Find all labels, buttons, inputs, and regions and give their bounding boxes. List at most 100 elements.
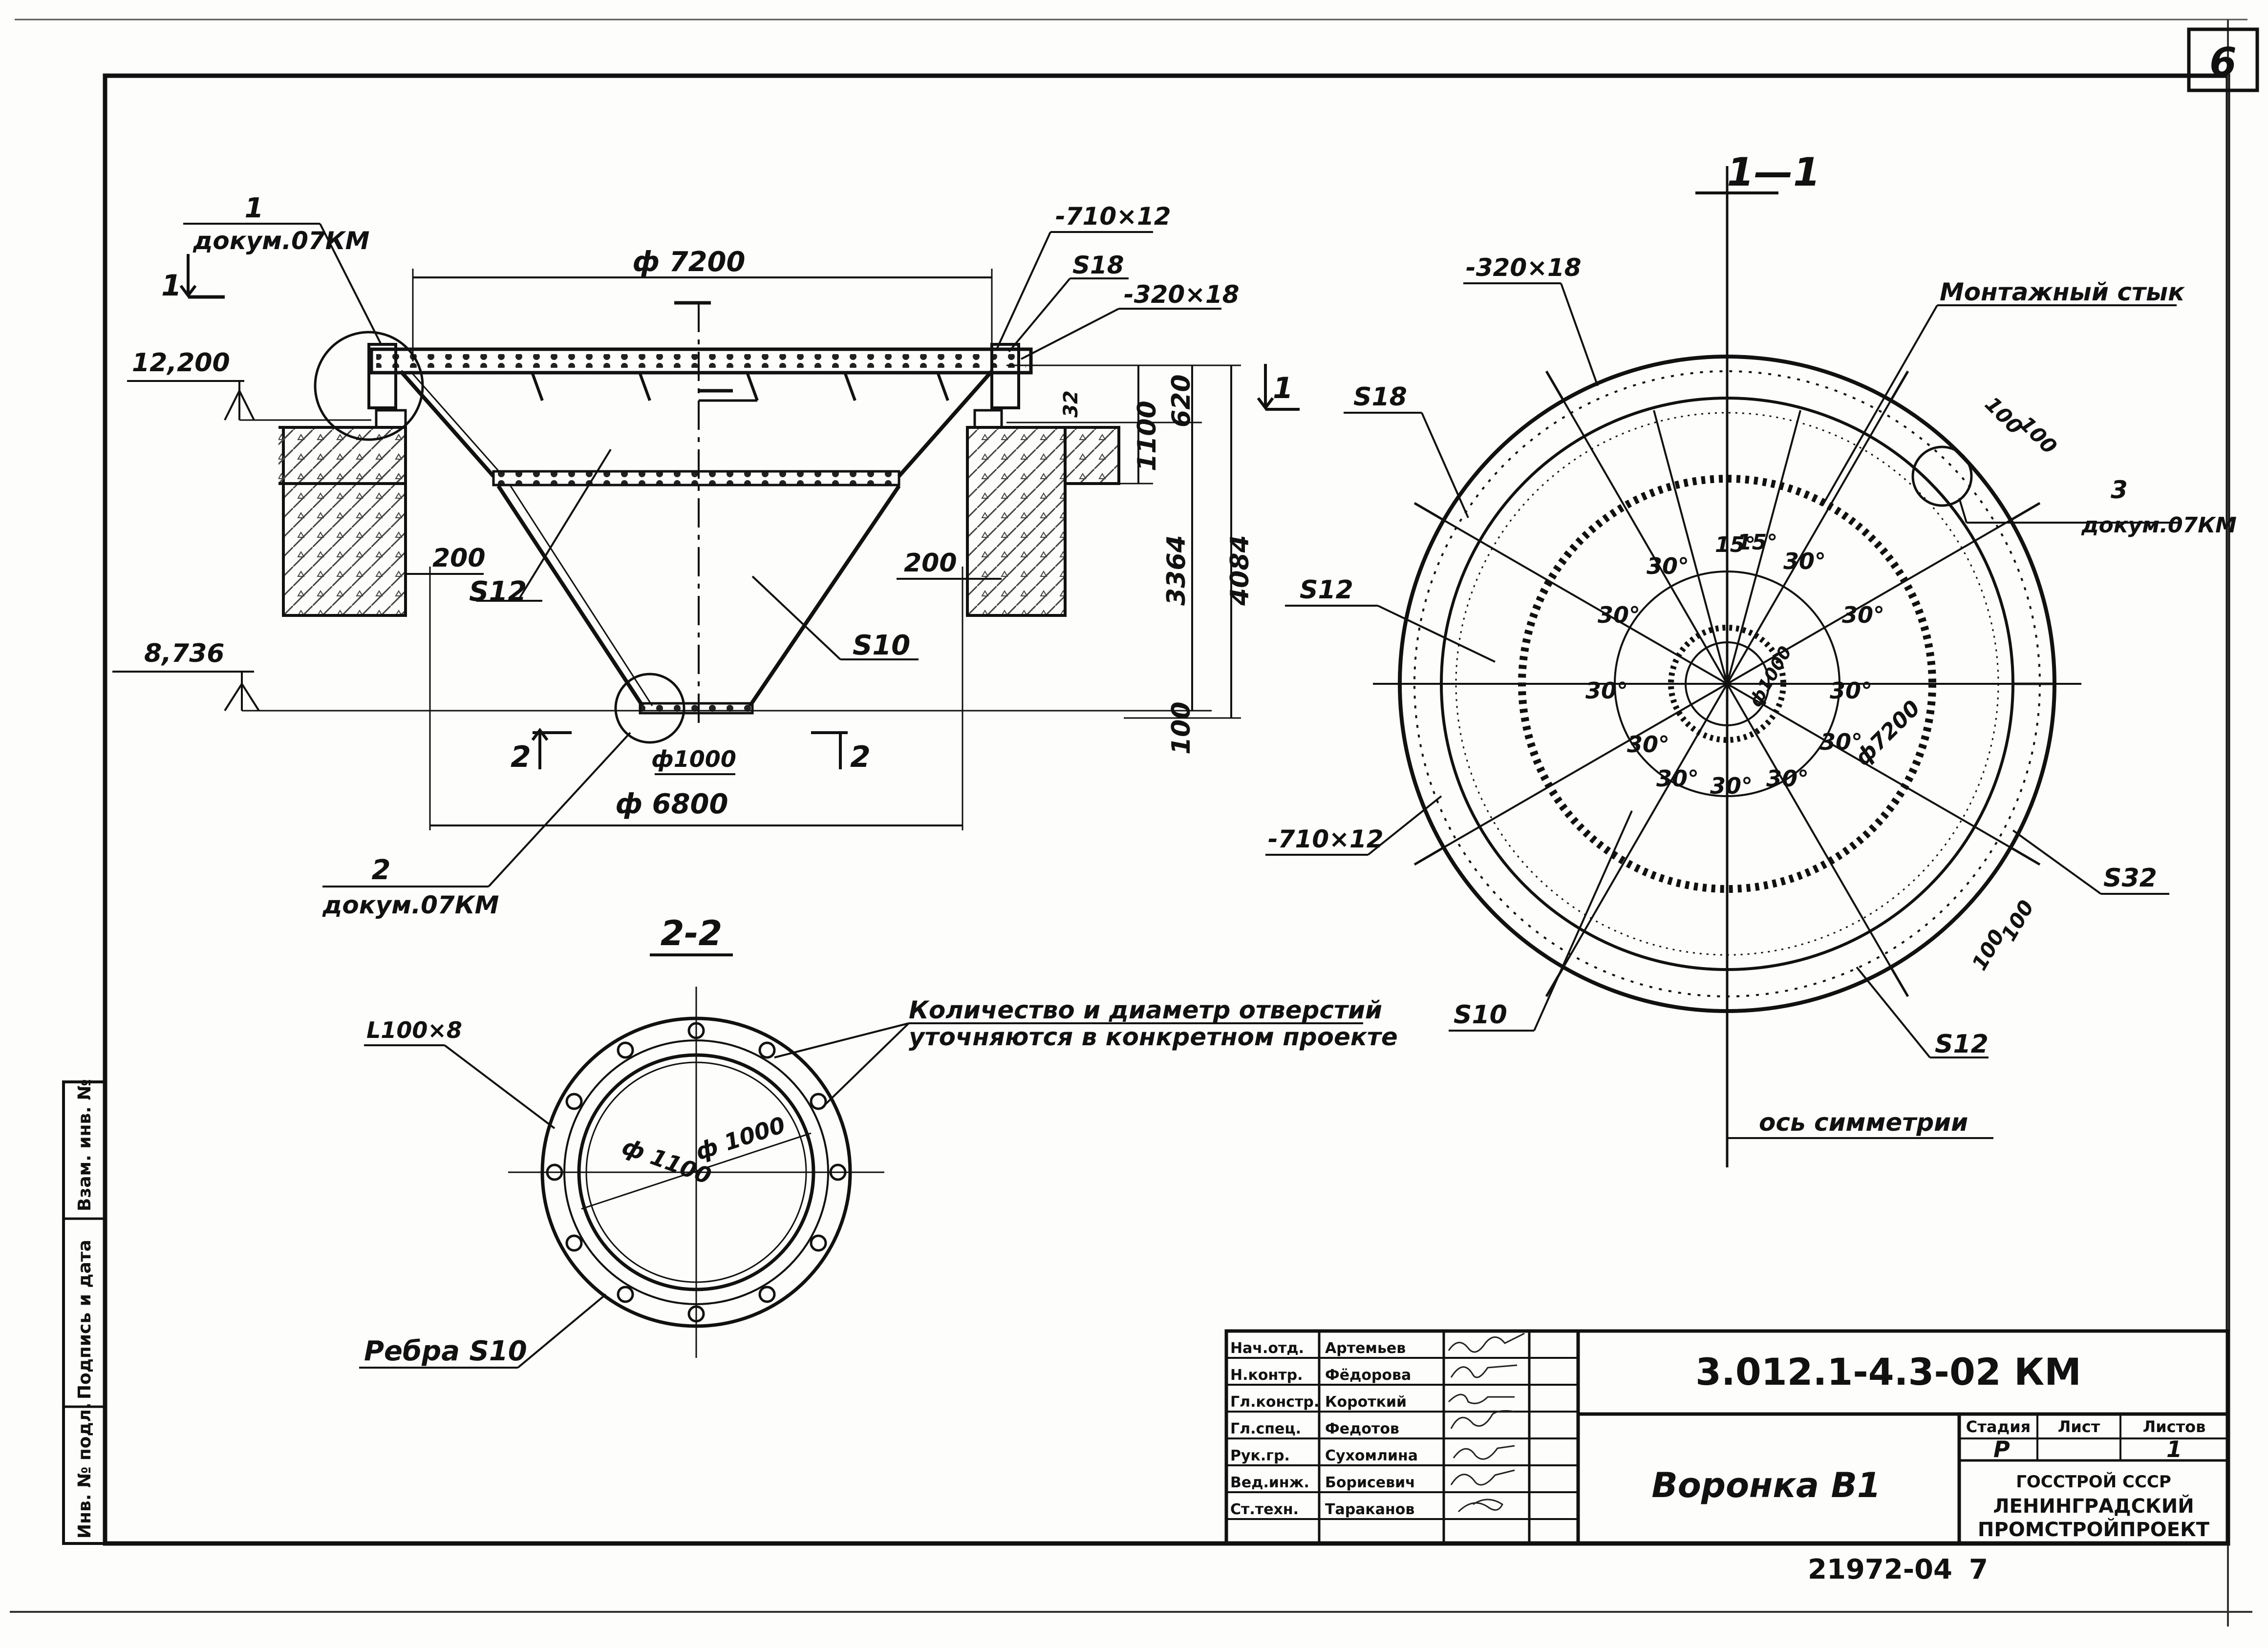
elevation-bottom: 8,736 <box>144 639 224 668</box>
callout-2-number: 2 <box>372 854 391 886</box>
row-name-3: Короткий <box>1325 1394 1407 1411</box>
callout-3-ref: докум.07КМ <box>2081 513 2237 538</box>
dim-620: 620 <box>1167 374 1196 427</box>
plan-s18: S18 <box>1353 382 1407 412</box>
plan-s32: S32 <box>2103 864 2157 893</box>
row-name-4: Федотов <box>1325 1420 1399 1437</box>
stamp-original-inventory: Инв. № подл. <box>75 1402 95 1539</box>
drawing-name: Воронка В1 <box>1651 1465 1881 1505</box>
row-role-6: Вед.инж. <box>1230 1474 1309 1491</box>
sheet-number: 6 <box>2209 40 2237 85</box>
callout-1-ref: докум.07КМ <box>193 227 369 255</box>
s12-label: S12 <box>469 576 527 608</box>
angle-30-k: 30° <box>1766 765 1809 792</box>
stamp-replacement-inventory: Взам. инв. № <box>75 1079 95 1211</box>
sheets-value: 1 <box>2166 1436 2182 1462</box>
plan-plate-320: -320×18 <box>1466 254 1582 282</box>
row-role-4: Гл.спец. <box>1230 1420 1301 1437</box>
holes-note-line2: уточняются в конкретном проекте <box>909 1023 1398 1051</box>
detail-2-circle <box>614 673 685 744</box>
dim-1100: 1100 <box>1133 401 1162 471</box>
section-mark-1-right: 1 <box>1273 371 1293 405</box>
org-line-3: ПРОМСТРОЙПРОЕКТ <box>1978 1518 2210 1541</box>
symmetry-axis-label: ось симметрии <box>1759 1108 1968 1137</box>
angle-30-h: 30° <box>1820 729 1862 755</box>
middle-stiffening-band <box>492 470 900 486</box>
dim-3364: 3364 <box>1162 535 1191 606</box>
mounting-joint-label: Монтажный стык <box>1940 278 2185 306</box>
row-role-7: Ст.техн. <box>1230 1501 1299 1518</box>
dim-4084: 4084 <box>1225 535 1255 606</box>
angle-30-c: 30° <box>1842 602 1884 628</box>
detail-1-circle <box>314 331 424 441</box>
footer-number: 7 <box>1969 1554 1988 1585</box>
plan-diameter-1000: ф1000 <box>1745 643 1796 710</box>
row-name-2: Фёдорова <box>1325 1367 1411 1384</box>
section-1-1-title: 1—1 <box>1727 149 1820 195</box>
callout-3-number: 3 <box>2111 476 2128 504</box>
section-1-1-view: 1—1 <box>1265 149 2237 1167</box>
row-name-1: Артемьев <box>1325 1340 1406 1357</box>
section-2-2-view: 2-2 ф 1100 ф 1000 L100×8 <box>359 913 1398 1369</box>
ribs-label: Ребра S10 <box>364 1335 527 1367</box>
sheets-header: Листов <box>2143 1417 2206 1436</box>
angle-15-right: 15° <box>1737 530 1777 555</box>
plan-plate-710: -710×12 <box>1268 825 1384 853</box>
elevation-view: ф 7200 ф 6800 ф1000 12,200 8,736 620 110… <box>112 192 1300 919</box>
plan-s12-left: S12 <box>1300 575 1353 605</box>
plate-320-label: -320×18 <box>1124 280 1240 309</box>
outlet-flange <box>639 702 754 715</box>
sheet-header: Лист <box>2058 1417 2100 1436</box>
callout-1-number: 1 <box>245 192 264 224</box>
footer-code: 21972-04 <box>1808 1554 1952 1585</box>
holes-note-line1: Количество и диаметр отверстий <box>909 996 1382 1024</box>
angle-15-left: 15° <box>1715 532 1755 557</box>
org-line-1: ГОССТРОЙ СССР <box>2016 1472 2171 1492</box>
document-code: 3.012.1-4.3-02 КМ <box>1695 1350 2081 1394</box>
top-ring-beam <box>369 347 1033 375</box>
angle-30-g: 30° <box>1627 731 1669 758</box>
row-role-3: Гл.констр. <box>1230 1394 1319 1411</box>
angle-l100-label: L100×8 <box>366 1017 462 1043</box>
section-mark-2-right: 2 <box>850 740 871 774</box>
elevation-top: 12,200 <box>132 348 230 378</box>
angle-30-b: 30° <box>1783 548 1826 574</box>
angle-30-e: 30° <box>1585 677 1628 704</box>
stage-value: Р <box>1993 1436 2010 1462</box>
callout-2-ref: докум.07КМ <box>322 891 499 919</box>
title-block: 3.012.1-4.3-02 КМ Воронка В1 Стадия Лист… <box>1224 1329 2230 1545</box>
plate-710-label: -710×12 <box>1055 202 1171 231</box>
section-mark-1-left: 1 <box>161 269 182 303</box>
row-role-5: Рук.гр. <box>1230 1447 1290 1464</box>
row-name-7: Тараканов <box>1325 1501 1414 1518</box>
dim-diameter-7200: ф 7200 <box>633 246 746 278</box>
signatures <box>1448 1332 1525 1513</box>
dim-200-left: 200 <box>432 544 486 573</box>
dim-32: 32 <box>1060 390 1082 418</box>
dim-diameter-6800: ф 6800 <box>616 788 728 820</box>
row-name-6: Борисевич <box>1325 1474 1415 1491</box>
section-mark-2-left: 2 <box>511 740 531 774</box>
dim-100: 100 <box>1167 701 1196 755</box>
row-name-5: Сухомлина <box>1325 1447 1418 1464</box>
title-block-rows: Нач.отд. Артемьев Н.контр. Фёдорова Гл.к… <box>1230 1340 1418 1518</box>
left-margin-stamp: Инв. № подл. Подпись и дата Взам. инв. № <box>62 1079 107 1545</box>
s18-label: S18 <box>1072 251 1124 279</box>
org-line-2: ЛЕНИНГРАДСКИЙ <box>1993 1494 2194 1518</box>
angle-30-f: 30° <box>1830 677 1872 704</box>
angle-30-a: 30° <box>1647 553 1689 579</box>
row-role-2: Н.контр. <box>1230 1367 1303 1384</box>
right-concrete-support <box>966 426 1067 617</box>
bolt-holes <box>546 1022 847 1323</box>
plan-s10: S10 <box>1454 1000 1507 1030</box>
plan-s12-bottom: S12 <box>1935 1030 1989 1059</box>
angle-30-d: 30° <box>1598 602 1640 628</box>
section-2-2-title: 2-2 <box>661 913 722 953</box>
row-role-1: Нач.отд. <box>1230 1340 1304 1357</box>
stamp-signature-date: Подпись и дата <box>75 1240 95 1399</box>
angle-30-i: 30° <box>1656 765 1699 792</box>
dim-200-right: 200 <box>904 549 957 578</box>
dim-diameter-1000: ф1000 <box>651 746 736 772</box>
s10-label: S10 <box>853 630 910 661</box>
